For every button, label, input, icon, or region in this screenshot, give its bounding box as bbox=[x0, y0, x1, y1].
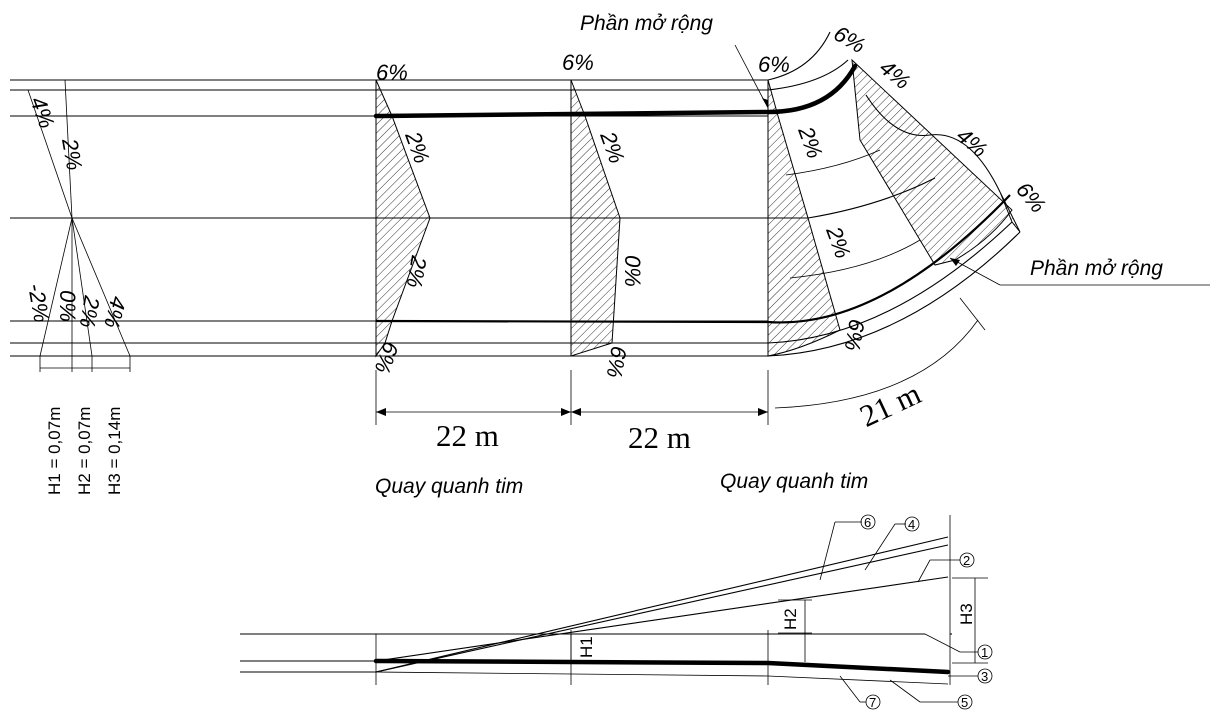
slope-s2-top: 6% bbox=[562, 50, 594, 75]
label-rotate-1: Quay quanh tim bbox=[375, 475, 523, 498]
dim-21m: 21 m bbox=[854, 376, 926, 434]
leader-extension-top bbox=[734, 44, 769, 109]
slope-s3-top: 6% bbox=[758, 52, 790, 77]
slope-left-neg2: -2% bbox=[23, 282, 54, 325]
callout-2: 2 bbox=[963, 553, 970, 568]
callout-4: 4 bbox=[908, 517, 915, 532]
slope-s3-mid-bot: 2% bbox=[821, 222, 856, 261]
slope-curve-top: 6% bbox=[830, 21, 870, 59]
profile-h2: H2 bbox=[781, 608, 800, 630]
callout-5: 5 bbox=[961, 695, 968, 710]
callout-1: 1 bbox=[981, 645, 988, 660]
dimension-lines bbox=[375, 370, 769, 425]
slope-curve-end: 6% bbox=[1011, 177, 1051, 217]
profile-thick bbox=[373, 658, 951, 675]
slope-s3-mid-top: 2% bbox=[793, 122, 828, 161]
h1-value: H1 = 0,07m bbox=[45, 407, 64, 495]
label-extension-right: Phần mở rộng bbox=[1030, 257, 1163, 280]
hatch-curve bbox=[851, 58, 1013, 266]
plan-view: Phần mở rộng Phần mở rộng Quay quanh tim… bbox=[10, 12, 1210, 498]
slope-left-2b: 2% bbox=[75, 293, 105, 330]
slope-s3-bot: 6% bbox=[840, 317, 870, 353]
label-extension-top: Phần mở rộng bbox=[580, 12, 713, 35]
profile-h3: H3 bbox=[957, 603, 976, 625]
slope-s1-bot: 6% bbox=[369, 338, 403, 376]
dim-22m-1: 22 m bbox=[436, 418, 499, 453]
slope-left-4: 4% bbox=[25, 93, 59, 131]
slope-s2-mid-bot: 0% bbox=[620, 255, 645, 287]
profile-view: H1 H2 H3 6 4 2 1 bbox=[240, 514, 993, 710]
slope-left-0: 0% bbox=[55, 290, 80, 322]
dim-arc-21 bbox=[774, 319, 979, 409]
slope-s1-mid-bot: 2% bbox=[402, 253, 432, 290]
profile-h1: H1 bbox=[577, 636, 596, 658]
callout-3: 3 bbox=[981, 669, 988, 684]
h-ticks bbox=[39, 356, 131, 372]
slope-curve-4b: 4% bbox=[952, 123, 992, 163]
callout-7: 7 bbox=[869, 695, 876, 710]
callouts: 6 4 2 1 3 5 7 bbox=[819, 514, 993, 710]
h2-value: H2 = 0,07m bbox=[75, 407, 94, 495]
slope-s1-top: 6% bbox=[376, 60, 408, 85]
slope-left-2: 2% bbox=[57, 136, 87, 173]
left-section-lines bbox=[27, 79, 131, 357]
dim-22m-2: 22 m bbox=[628, 420, 691, 455]
slope-s2-bot: 6% bbox=[602, 344, 632, 380]
label-rotate-2: Quay quanh tim bbox=[720, 470, 868, 493]
h3-value: H3 = 0,14m bbox=[105, 407, 124, 495]
callout-6: 6 bbox=[864, 515, 871, 530]
